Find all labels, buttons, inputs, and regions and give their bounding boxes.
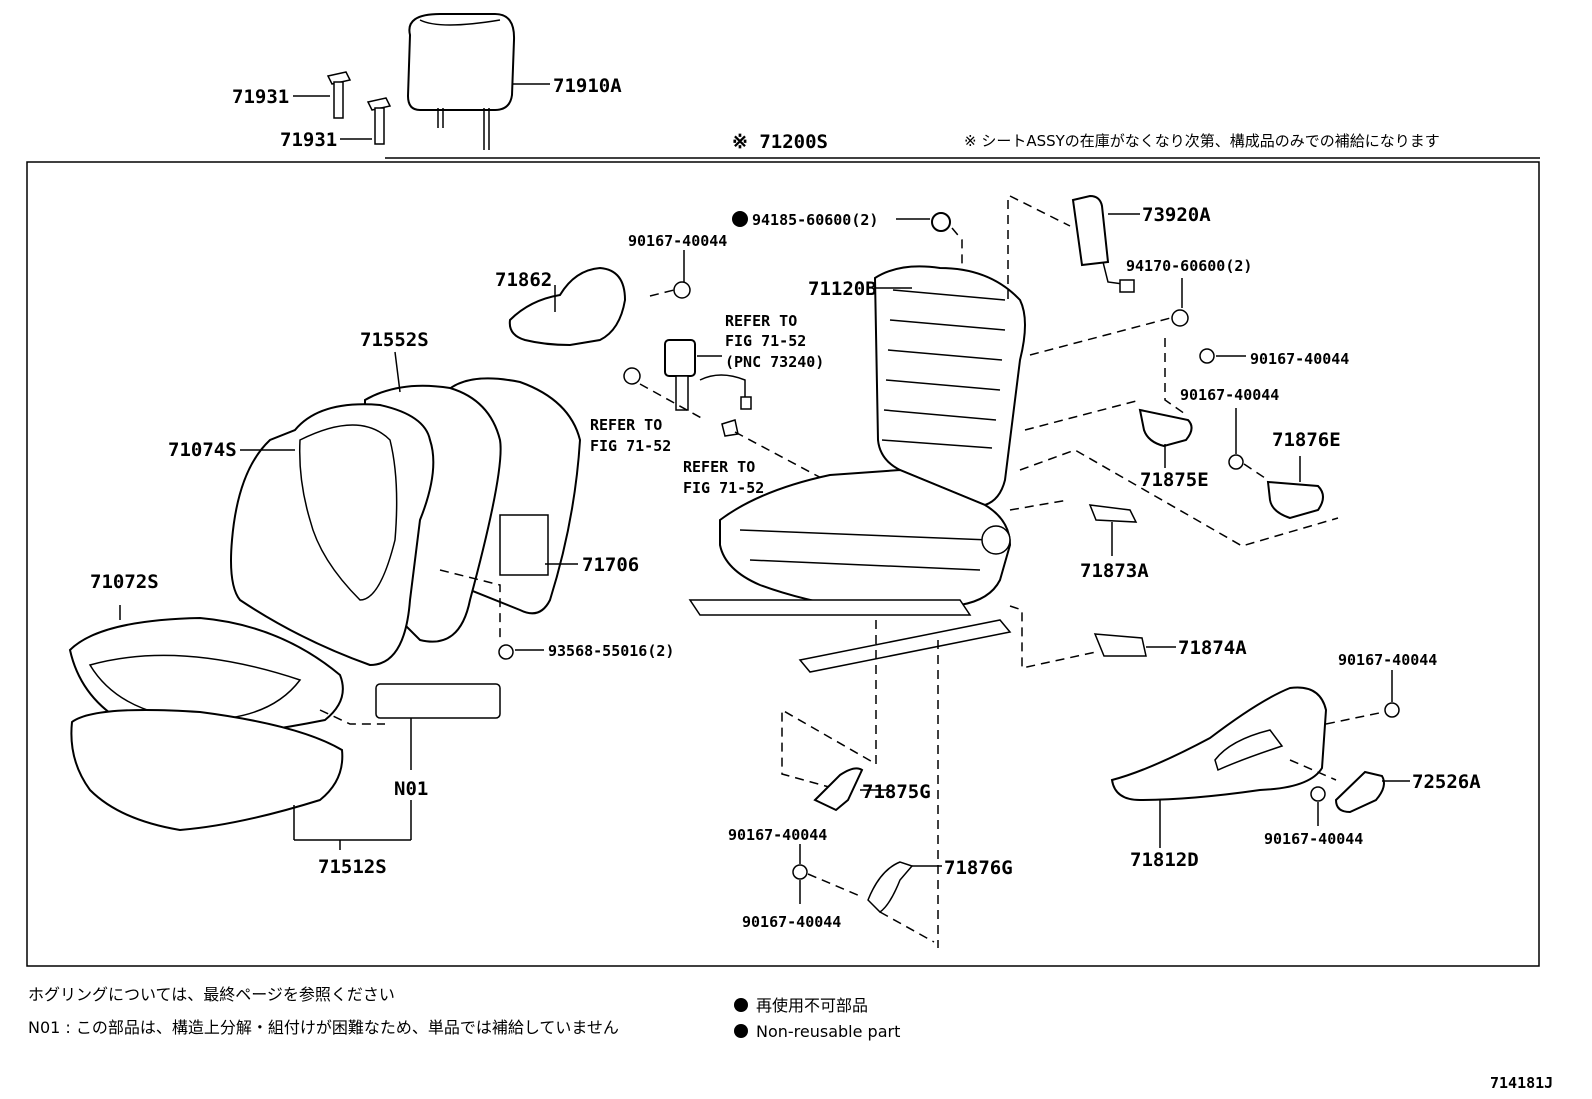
cushion-pad-71512S [70,709,344,832]
label-71931-a: 71931 [232,86,289,108]
cover-71875E [1138,408,1193,448]
label-90167-r2: 90167-40044 [1180,386,1279,404]
airbag-73920A [1007,194,1179,356]
legend-jp: 再使用不可部品 [756,996,868,1015]
bracket-71876G [867,861,914,913]
ref-2-line1: REFER TO [590,416,662,434]
label-71706: 71706 [582,554,639,576]
supply-note: ※ シートASSYの在庫がなくなり次第、構成品のみでの補給になります [964,132,1440,150]
label-71876G: 71876G [944,857,1013,879]
seatback-group [230,351,582,667]
legend-dot-2 [734,1024,748,1038]
side-cover-group [1110,670,1410,848]
right-cover-group [1019,338,1339,547]
clip-93568 [439,569,544,660]
headrest-guide-1 [326,71,352,85]
cushion-plate-N01 [375,683,501,719]
legend-dot-1 [734,998,748,1012]
headrest-guide-2 [366,97,392,111]
ref-1-line3: (PNC 73240) [725,353,824,371]
bracket-71862 [508,250,691,347]
label-71873A: 71873A [1080,560,1149,582]
seat-cushion-group [68,605,501,850]
label-71875G: 71875G [862,781,931,803]
label-72526A: 72526A [1412,771,1481,793]
bottom-center-group [781,620,942,948]
label-71072S: 71072S [90,571,159,593]
label-71910A: 71910A [553,75,622,97]
label-93568: 93568-55016(2) [548,642,674,660]
label-94170: 94170-60600(2) [1126,257,1252,275]
ref-2-line2: FIG 71-52 [590,437,671,455]
label-90167-b2: 90167-40044 [742,913,841,931]
label-90167-r3: 90167-40044 [1338,651,1437,669]
label-73920A: 73920A [1142,204,1211,226]
n01-note: N01 : この部品は、構造上分解・組付けが困難なため、単品では補給していません [28,1018,619,1037]
ref-1-line1: REFER TO [725,312,797,330]
headrest-illustration [406,13,516,111]
label-71875E: 71875E [1140,469,1209,491]
knob-72526A [1334,770,1385,814]
cover-71876E [1266,480,1324,520]
legend-en: Non-reusable part [756,1022,900,1041]
label-71512S: 71512S [318,856,387,878]
label-90167-r1: 90167-40044 [1250,350,1349,368]
label-71862: 71862 [495,269,552,291]
cover-71875G [813,767,864,812]
assembly-frame [26,161,1540,967]
hog-ring-note: ホグリングについては、最終ページを参照ください [28,985,395,1004]
non-reusable-dot-94185 [732,211,748,227]
seatbelt-buckle [623,339,826,481]
label-90167-top: 90167-40044 [628,232,727,250]
bracket-group-lower [1009,499,1176,669]
label-N01: N01 [394,778,428,800]
label-71074S: 71074S [168,439,237,461]
label-71552S: 71552S [360,329,429,351]
bracket-71874A [1093,633,1147,657]
label-90167-b1: 90167-40044 [728,826,827,844]
seat-frame-71120B [688,265,1026,673]
seatback-cover-71074S [230,403,435,667]
nut-94170 [1171,309,1189,327]
label-71812D: 71812D [1130,849,1199,871]
label-90167-r4: 90167-40044 [1264,830,1363,848]
ref-3-line2: FIG 71-52 [683,479,764,497]
ref-3-line1: REFER TO [683,458,755,476]
bracket-71873A [1088,504,1138,523]
label-71876E: 71876E [1272,429,1341,451]
label-94185: 94185-60600(2) [752,211,878,229]
diagram-id: 714181J [1490,1074,1553,1092]
side-cover-71812D [1110,686,1328,802]
headrest-group [293,13,550,150]
main-assembly-label: ※ 71200S [732,131,828,153]
ref-1-line2: FIG 71-52 [725,332,806,350]
label-71874A: 71874A [1178,637,1247,659]
nut-94185 [896,212,963,270]
label-71120B: 71120B [808,278,877,300]
label-71931-b: 71931 [280,129,337,151]
